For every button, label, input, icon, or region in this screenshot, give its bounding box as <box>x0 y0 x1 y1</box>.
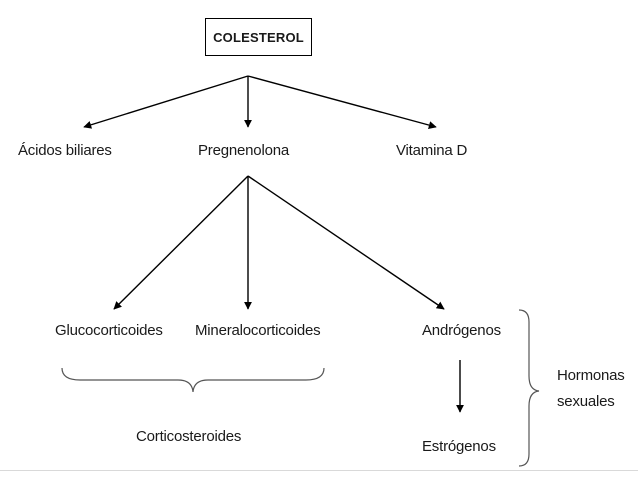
brace-hormonas-sexuales <box>518 309 540 467</box>
glucocorticoides-label: Glucocorticoides <box>55 322 163 339</box>
acidos-biliares-label: Ácidos biliares <box>18 142 112 159</box>
brace-corticosteroides <box>61 367 325 393</box>
colesterol-box: COLESTEROL <box>205 18 312 56</box>
androgenos-label: Andrógenos <box>422 322 501 339</box>
vitamina-d-label: Vitamina D <box>396 142 468 159</box>
arrow-pregnenolona-to-gluco <box>113 175 249 310</box>
arrow-colesterol-to-acidos <box>83 75 249 129</box>
estrogenos-label: Estrógenos <box>422 438 496 455</box>
arrow-pregnenolona-to-androgenos <box>247 175 445 310</box>
bottom-divider <box>0 470 638 471</box>
arrow-colesterol-to-vitamina <box>247 75 437 129</box>
hormonas-label: Hormonas <box>557 367 625 384</box>
colesterol-label: COLESTEROL <box>213 29 304 45</box>
sexuales-label: sexuales <box>557 393 615 410</box>
mineralocorticoides-label: Mineralocorticoides <box>195 322 321 339</box>
corticosteroides-label: Corticosteroides <box>136 428 242 445</box>
pregnenolona-label: Pregnenolona <box>198 142 290 159</box>
